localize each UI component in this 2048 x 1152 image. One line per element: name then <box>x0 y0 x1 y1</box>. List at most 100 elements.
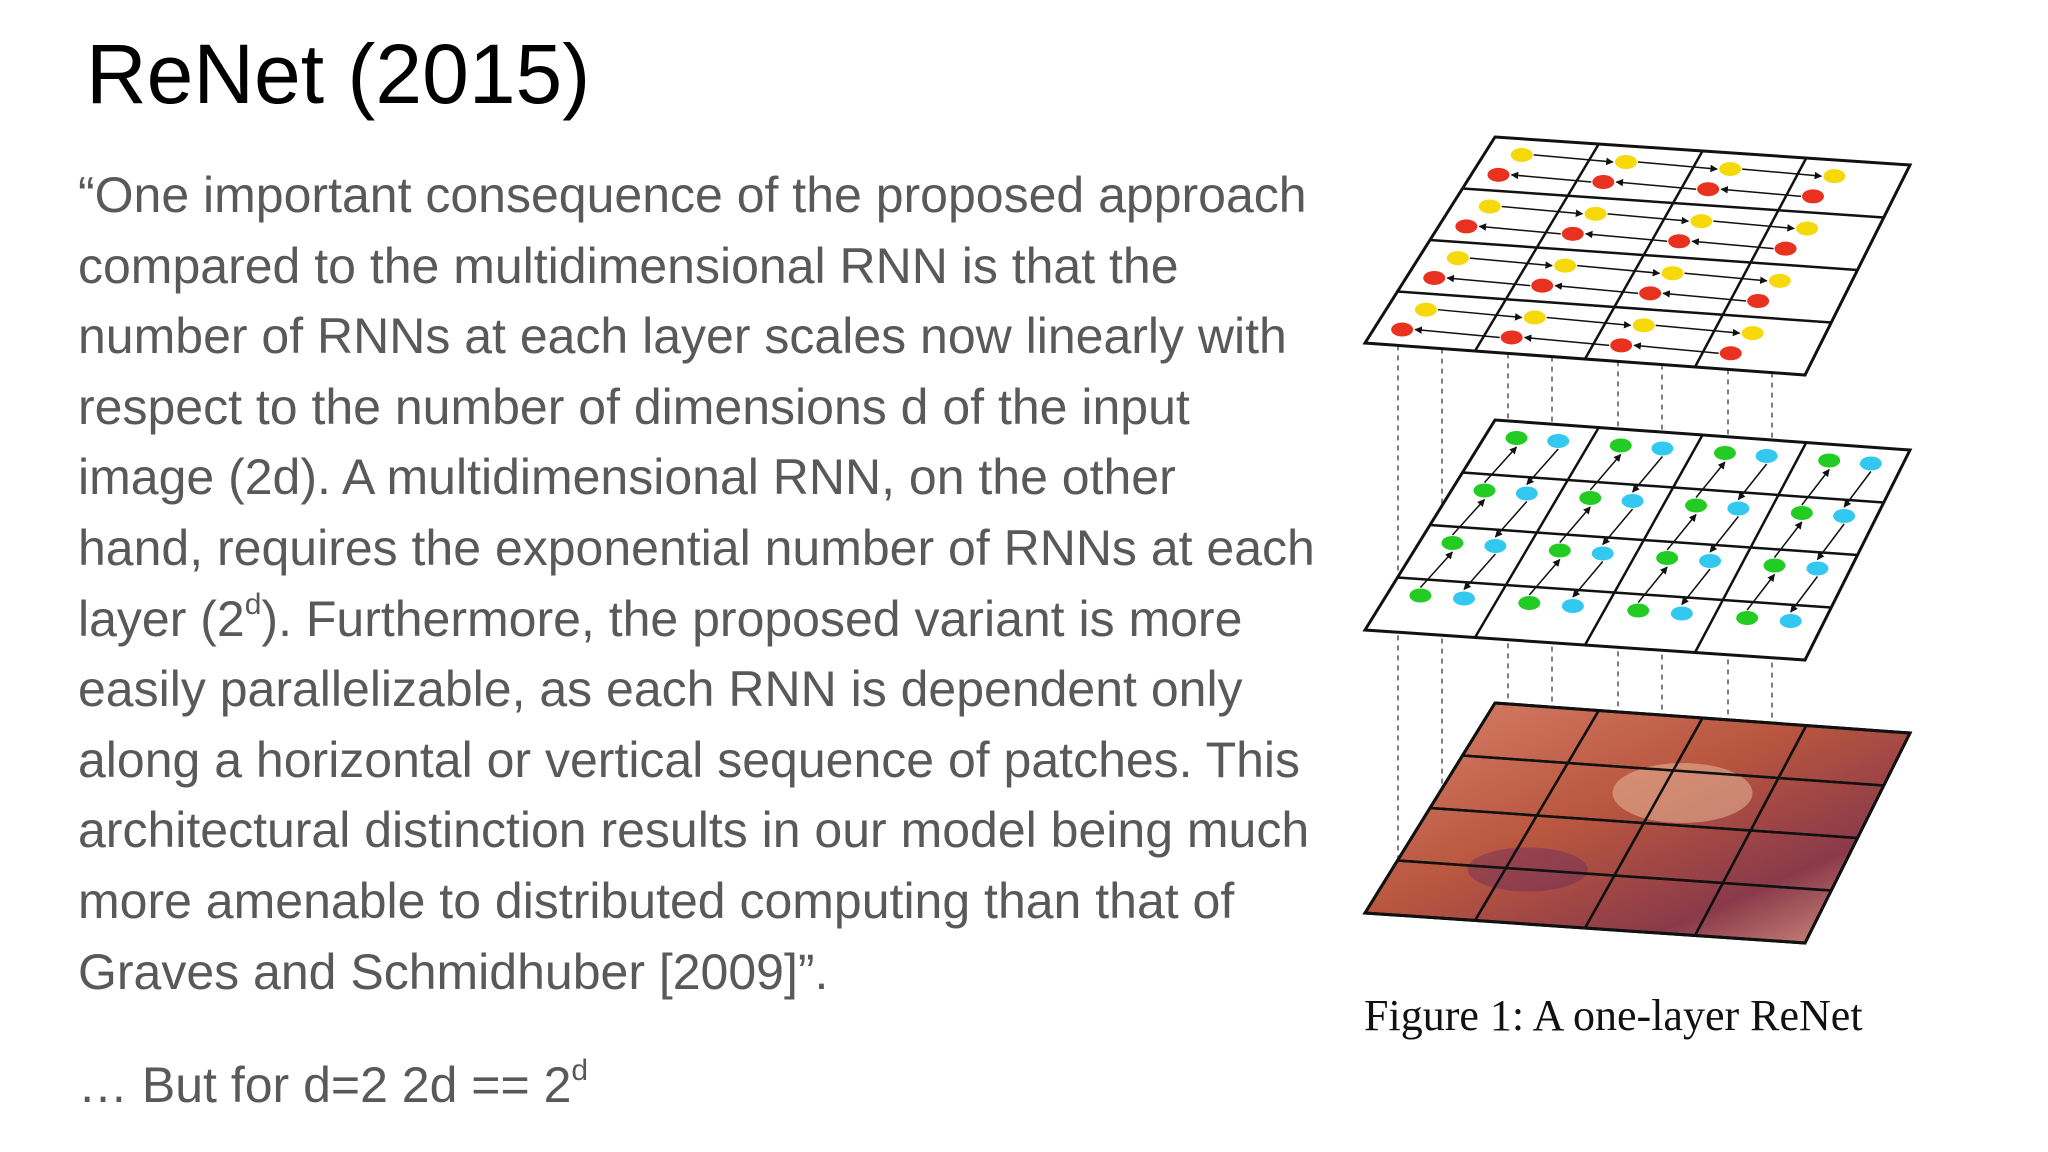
node-dot <box>1548 543 1571 558</box>
node-dot <box>1592 175 1615 190</box>
node-dot <box>1473 483 1496 498</box>
arrow <box>1577 264 1661 277</box>
node-dot <box>1833 509 1856 523</box>
arrow <box>1414 326 1500 339</box>
node-dot <box>1515 486 1538 501</box>
arrow <box>1655 324 1741 337</box>
node-dot <box>1455 219 1478 234</box>
arrow <box>1615 178 1697 190</box>
node-dot <box>1736 611 1759 625</box>
node-dot <box>1632 318 1655 333</box>
node-dot <box>1409 588 1432 603</box>
node-dot <box>1452 591 1475 606</box>
node-dot <box>1790 506 1813 520</box>
node-dot <box>1478 199 1501 214</box>
arrow <box>1589 453 1622 491</box>
node-dot <box>1609 438 1632 453</box>
arrow <box>1662 290 1747 302</box>
node-dot <box>1656 551 1679 565</box>
node-dot <box>1484 539 1507 553</box>
arrow <box>1559 506 1591 543</box>
arrow <box>1419 551 1454 589</box>
node-dot <box>1747 293 1770 308</box>
vertical-rnn-layer <box>1362 418 1913 662</box>
arrow <box>1632 456 1663 493</box>
arrow <box>1691 238 1774 250</box>
node-dot <box>1685 498 1708 513</box>
grid-line <box>1429 238 1858 272</box>
quote-line: easily parallelizable, as each RNN is de… <box>78 661 1243 718</box>
node-dot <box>1818 453 1841 468</box>
arrow <box>1684 272 1768 284</box>
arrow <box>1637 566 1668 603</box>
quote-text-block: “One important consequence of the propos… <box>78 160 1338 1010</box>
node-dot <box>1661 266 1684 281</box>
arrow <box>1843 471 1872 508</box>
arrow <box>1713 220 1795 232</box>
arrow <box>1607 213 1690 225</box>
node-dot <box>1500 330 1523 345</box>
node-dot <box>1796 221 1819 236</box>
figure-caption: Figure 1: A one-layer ReNet <box>1364 991 1863 1040</box>
node-dot <box>1859 456 1882 471</box>
node-dot <box>1763 558 1786 573</box>
arrow <box>1451 498 1486 536</box>
arrow <box>1572 561 1604 598</box>
node-dot <box>1719 162 1742 177</box>
quote-line: Graves and Schmidhuber [2009]”. <box>78 943 829 1000</box>
arrow <box>1494 501 1528 538</box>
node-dot <box>1801 189 1824 204</box>
renet-figure <box>1362 135 1913 945</box>
node-dot <box>1727 501 1750 516</box>
node-dot <box>1391 322 1414 337</box>
arrow <box>1746 573 1776 611</box>
arrow <box>1526 448 1559 486</box>
node-dot <box>1713 446 1736 460</box>
quote-line: respect to the number of dimensions d of… <box>78 378 1190 435</box>
quote-line: hand, requires the exponential number of… <box>78 519 1315 576</box>
arrow <box>1602 508 1634 546</box>
quote-line: “One important consequence of the propos… <box>78 167 1307 223</box>
slide-title: ReNet (2015) <box>86 27 591 121</box>
node-dot <box>1670 606 1693 621</box>
node-dot <box>1487 167 1510 182</box>
arrow <box>1533 154 1614 166</box>
quote-line: number of RNNs at each layer scales now … <box>78 308 1287 365</box>
arrow <box>1483 446 1518 484</box>
quote-line: image (2d). A multidimensional RNN, on t… <box>78 449 1176 506</box>
arrow <box>1737 463 1768 501</box>
node-dot <box>1414 302 1437 317</box>
node-dot <box>1505 431 1528 445</box>
arrow <box>1801 468 1830 506</box>
arrow <box>1478 223 1561 235</box>
node-dot <box>1561 599 1584 613</box>
node-dot <box>1627 603 1650 618</box>
arrow <box>1546 316 1632 329</box>
arrow <box>1633 342 1719 355</box>
node-dot <box>1621 494 1644 508</box>
node-dot <box>1719 346 1742 361</box>
grid-line <box>1429 806 1858 840</box>
grid-line <box>1693 724 1808 937</box>
image-outline <box>1362 701 1913 945</box>
arrow <box>1528 558 1561 596</box>
arrow <box>1637 161 1718 173</box>
node-dot <box>1446 251 1469 266</box>
image-highlight <box>1612 763 1753 823</box>
quote-line-with-superscript: layer (2d). Furthermore, the proposed va… <box>78 584 1338 655</box>
arrow <box>1501 205 1584 217</box>
node-dot <box>1823 169 1846 184</box>
arrow <box>1816 523 1845 561</box>
arrow <box>1695 461 1726 498</box>
arrow <box>1437 308 1523 321</box>
quote-line: more amenable to distributed computing t… <box>78 872 1235 929</box>
arrow <box>1681 568 1711 606</box>
arrow <box>1709 516 1739 553</box>
node-dot <box>1561 226 1584 241</box>
arrow <box>1469 257 1553 269</box>
arrow <box>1666 513 1697 551</box>
node-dot <box>1584 206 1607 221</box>
horizontal-rnn-layer <box>1362 135 1913 377</box>
grid-line <box>1397 290 1832 324</box>
